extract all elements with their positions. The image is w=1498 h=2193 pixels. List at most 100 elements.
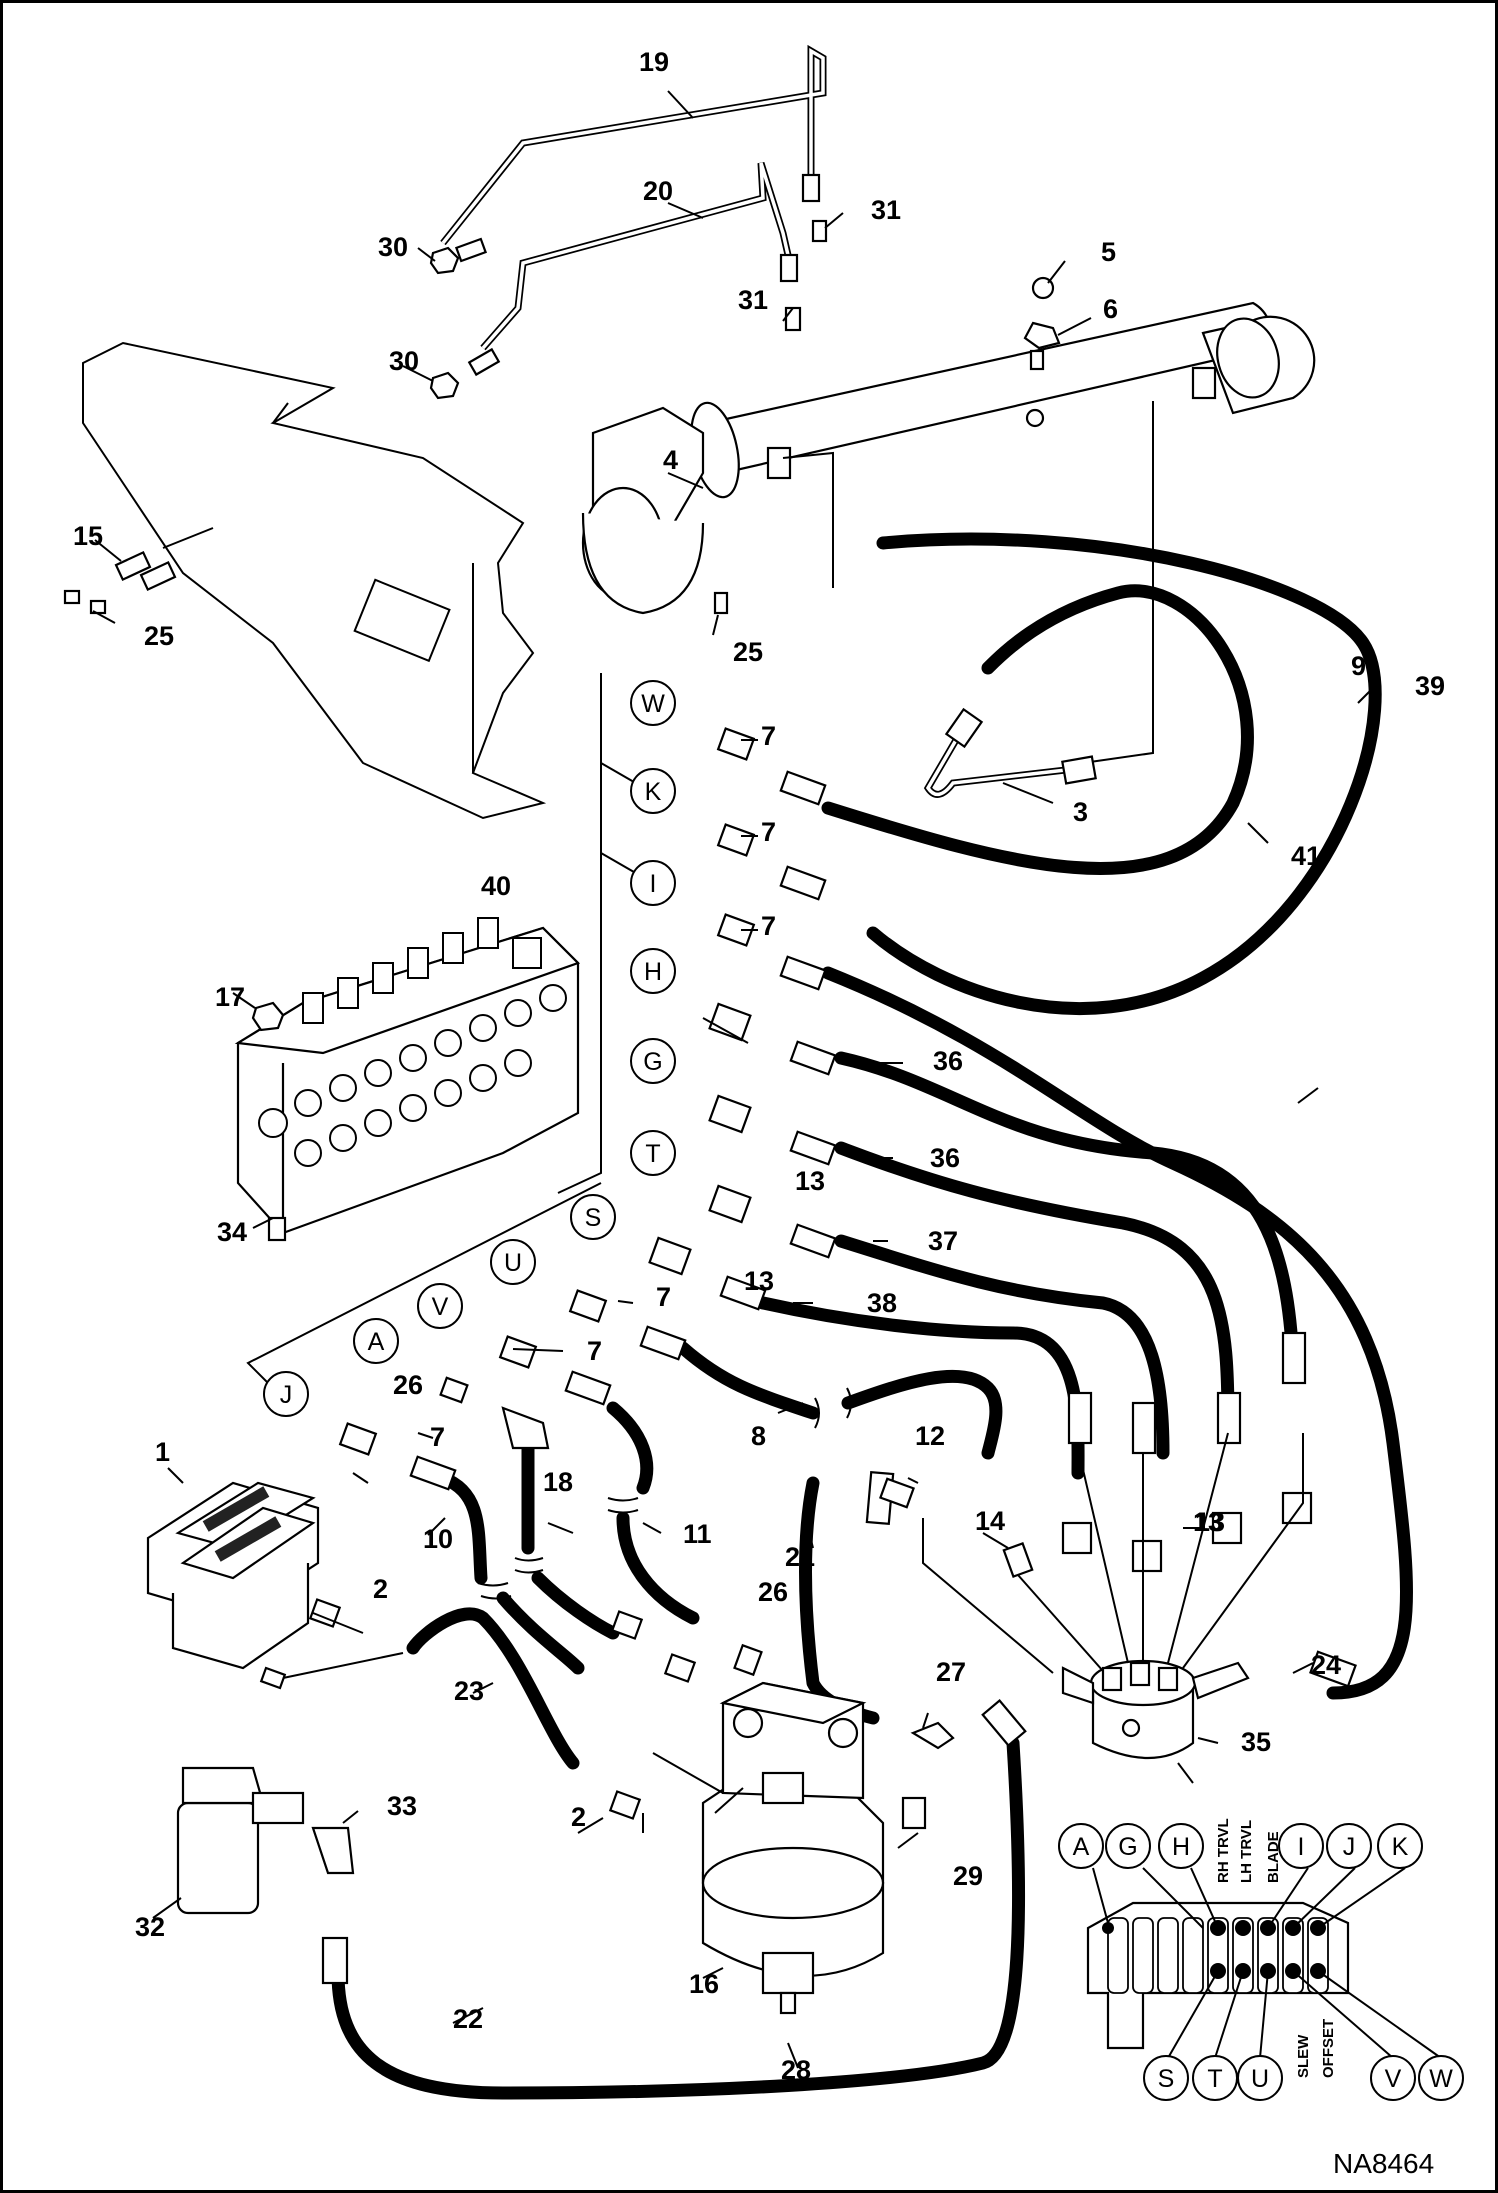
hose-18b: [531, 1571, 620, 1640]
callout-number: 28: [781, 2055, 811, 2085]
port-letter: T: [645, 1140, 660, 1168]
port-letter: H: [644, 958, 662, 986]
callout-number: 2: [373, 1574, 388, 1604]
rotary-joint-35: [1061, 1659, 1250, 1759]
callout-number: 25: [144, 621, 174, 651]
callout-number: 10: [423, 1524, 453, 1554]
port-circle: [490, 1239, 536, 1285]
callout-number: 12: [915, 1421, 945, 1451]
callout-number: 37: [928, 1226, 958, 1256]
rotary-joint-lead-14: [1017, 1574, 1104, 1672]
inset-port-letter: U: [1251, 2065, 1269, 2093]
callout-number: 25: [733, 637, 763, 667]
callout-number: 13: [744, 1266, 774, 1296]
callout-number: 30: [378, 232, 408, 262]
fitting-31b-top: [779, 253, 799, 283]
hose-21: [799, 1476, 880, 1725]
slew-motor-16: [701, 1681, 885, 2015]
callout-number: 16: [689, 1969, 719, 1999]
hose-36a: [834, 1051, 1300, 1370]
elbow-33: [311, 1826, 355, 1875]
callout-number: 7: [587, 1336, 602, 1366]
port-letter: V: [432, 1293, 449, 1321]
inset-port-letter: J: [1343, 1833, 1356, 1861]
port-circle: [417, 1283, 463, 1329]
fitting-31a-low: [811, 219, 828, 243]
callout-number: 13: [1193, 1507, 1223, 1537]
function-label: SLEW: [1295, 2034, 1312, 2078]
callout-number: 30: [389, 346, 419, 376]
callout-number: 24: [1311, 1650, 1341, 1680]
port-circle: [630, 860, 676, 906]
bolt-29: [901, 1796, 927, 1830]
inset-port-letter: V: [1385, 2065, 1402, 2093]
port-letter: W: [641, 690, 665, 718]
callout-number: 9: [1351, 651, 1366, 681]
port-letter: K: [645, 778, 662, 806]
hose-8a: [676, 1341, 820, 1420]
callout-number: 7: [656, 1282, 671, 1312]
hose-10a: [436, 1471, 488, 1585]
inset-port-circle: [1105, 1823, 1151, 1869]
fitting-25-cyl: [713, 591, 729, 615]
callout-number: 32: [135, 1912, 165, 1942]
inset-port-letter: I: [1298, 1833, 1305, 1861]
port-circle: [263, 1371, 309, 1417]
port-circle: [630, 768, 676, 814]
frame-plate: [82, 341, 547, 820]
inset-port-letter: K: [1392, 1833, 1409, 1861]
inset-port-circle: [1143, 2055, 1189, 2101]
callout-number: 31: [738, 285, 768, 315]
callout-number: 27: [936, 1657, 966, 1687]
inset-port-circle: [1158, 1823, 1204, 1869]
fitting-15a: [114, 550, 152, 582]
hose-11b: [616, 1511, 700, 1625]
fitting-31b: [784, 306, 802, 332]
rotary-joint-lead-12: [922, 1518, 1054, 1674]
adapters: [308, 727, 1313, 1820]
fitting-4: [766, 446, 792, 480]
callout-number: 17: [215, 982, 245, 1012]
callout-number: 2: [571, 1802, 586, 1832]
callout-number: 6: [1103, 294, 1118, 324]
callout-number: 35: [1241, 1727, 1271, 1757]
port-circle: [630, 1130, 676, 1176]
port-letter: A: [368, 1328, 385, 1356]
steel-line-20: [480, 161, 792, 351]
port-letter: G: [643, 1048, 662, 1076]
inset-port-letter: G: [1118, 1833, 1137, 1861]
hose-36b: [834, 1141, 1235, 1430]
port-letter: S: [585, 1204, 602, 1232]
fitting-2-joystick: [259, 1666, 287, 1690]
callout-number: 38: [867, 1288, 897, 1318]
hose-break-marks: [477, 1387, 852, 1600]
callout-number: 13: [1195, 1507, 1225, 1537]
callout-number: 26: [393, 1370, 423, 1400]
inset-port-circle: [1326, 1823, 1372, 1869]
figure-reference: NA8464: [1333, 2148, 1434, 2179]
callout-number: 7: [761, 721, 776, 751]
fitting-31a: [801, 173, 821, 203]
plug-25a: [63, 589, 81, 605]
valve-port-inset: [1086, 1901, 1350, 2050]
inset-port-circle: [1278, 1823, 1324, 1869]
port-bus-line: [557, 673, 602, 1194]
hose-11a: [606, 1401, 654, 1495]
callout-number: 5: [1101, 237, 1116, 267]
joystick-line: [282, 1652, 404, 1679]
callout-number: 15: [73, 521, 103, 551]
control-valve-40: [234, 917, 581, 1235]
nut-30b: [429, 371, 460, 400]
hose-41: [821, 584, 1254, 875]
callout-number: 36: [930, 1143, 960, 1173]
function-label: OFFSET: [1320, 2019, 1337, 2078]
callout-leaders: [92, 90, 1442, 2069]
inset-port-circle: [1237, 2055, 1283, 2101]
hose-39: [866, 532, 1382, 1015]
callout-number: 41: [1291, 841, 1321, 871]
plug-34: [267, 1216, 287, 1242]
callout-number: 7: [761, 817, 776, 847]
